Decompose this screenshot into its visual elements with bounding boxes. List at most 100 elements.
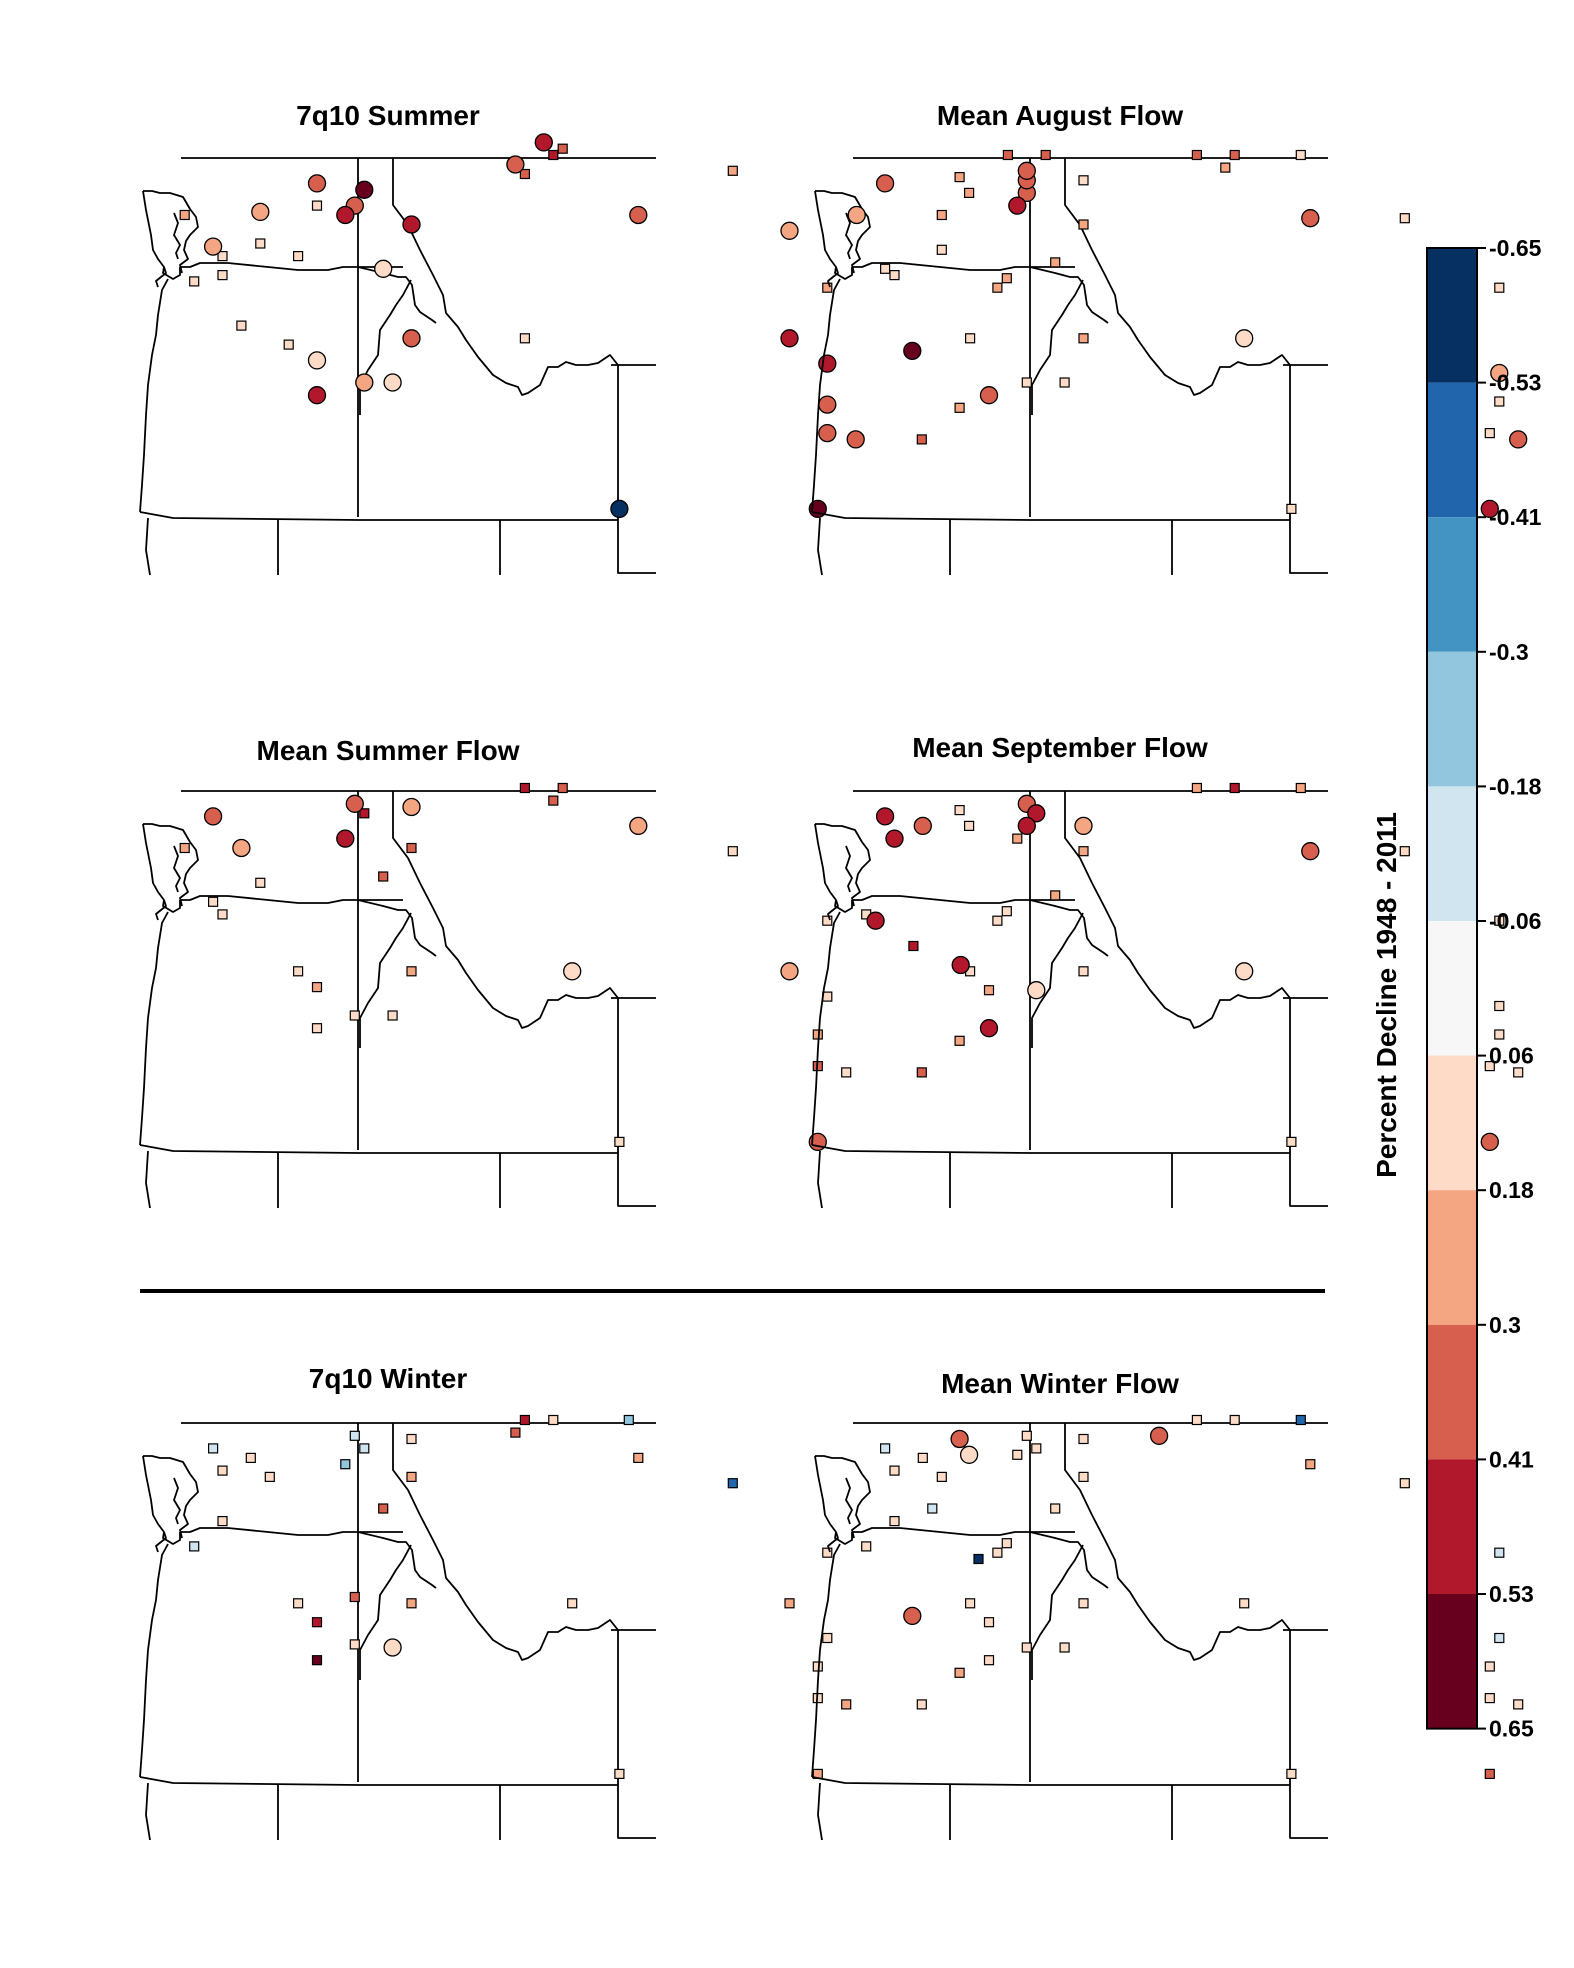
site-square-marker [841,1067,852,1078]
basemap-outline [139,157,656,576]
site-square-marker [217,909,228,920]
state-border [145,1150,151,1209]
site-square-marker [1513,1699,1524,1710]
site-circle-marker [875,807,895,826]
state-border [814,190,853,280]
site-square-marker [908,940,919,952]
site-square-marker [1191,149,1202,161]
state-border [827,899,839,921]
site-square-marker [217,1515,228,1527]
site-square-marker [963,820,975,832]
state-border [617,365,656,574]
site-square-marker [1001,273,1012,284]
site-square-marker [1078,175,1089,186]
site-square-marker [510,1427,521,1438]
site-circle-marker [903,1606,922,1626]
state-border [811,511,1290,521]
site-markers [861,782,1524,1152]
site-circle-marker [951,955,970,975]
site-circle-marker [402,797,421,817]
site-square-marker [548,795,559,806]
map-panel: 7q10 Summer [139,100,1012,576]
site-square-marker [283,339,294,350]
panel-title: Mean Winter Flow [941,1368,1179,1399]
site-square-marker [727,1478,738,1489]
site-square-marker [916,1699,927,1710]
panel-title: Mean Summer Flow [257,735,520,766]
site-markers [179,133,1012,519]
site-square-marker [1494,282,1505,293]
site-square-marker [633,1452,644,1464]
state-border [142,1455,181,1545]
colorbar-tick-label: 0.18 [1489,1177,1534,1203]
site-circle-marker [979,386,999,405]
site-square-marker [1239,1598,1250,1609]
site-circle-marker [534,133,553,152]
site-square-marker [1078,966,1089,977]
site-circle-marker [1480,1132,1499,1152]
state-border [392,1423,619,1661]
state-border [155,899,167,921]
site-square-marker [1494,1000,1505,1012]
site-square-marker [207,1443,219,1454]
site-circle-marker [1301,209,1320,228]
site-circle-marker [1027,981,1046,1000]
site-circle-marker [780,221,799,240]
colorbar-tick-label: -0.41 [1489,504,1542,530]
site-square-marker [822,915,833,926]
site-square-marker [519,333,530,344]
site-square-marker [519,168,530,180]
site-square-marker [1399,213,1410,224]
site-square-marker [340,1459,351,1470]
state-border [827,1531,839,1553]
site-square-marker [1191,1414,1202,1426]
site-square-marker [1040,149,1051,161]
site-square-marker [293,250,304,262]
site-circle-marker [1509,430,1528,449]
site-square-marker [936,244,947,255]
site-square-marker [378,871,389,882]
state-border [1064,791,1291,1029]
state-border [1031,912,1084,1048]
site-square-marker [207,896,219,907]
site-circle-marker [506,155,525,174]
site-circle-marker [780,329,799,348]
site-square-marker [614,1136,625,1147]
site-square-marker [557,782,568,794]
site-square-marker [349,1591,360,1603]
state-border [139,278,169,513]
colorbar-swatch [1427,517,1477,652]
site-square-marker [965,1598,976,1609]
basemap-outline [139,1422,656,1841]
site-square-marker [1399,1478,1410,1489]
site-circle-marker [383,373,402,392]
site-square-marker [359,1443,370,1454]
site-square-marker [264,1471,275,1483]
site-circle-marker [232,838,251,858]
site-circle-marker [355,180,374,199]
site-square-marker [311,1617,323,1628]
site-circle-marker [903,341,922,361]
colorbar-tick-label: 0.41 [1489,1446,1534,1472]
site-square-marker [293,966,304,977]
site-square-marker [1078,219,1089,230]
colorbar-tick-label: 0.3 [1489,1312,1521,1338]
site-square-marker [1078,1471,1089,1483]
site-square-marker [1494,915,1505,926]
site-square-marker [954,172,965,183]
site-circle-marker [1149,1426,1169,1445]
site-square-marker [992,282,1003,293]
site-square-marker [519,1414,530,1426]
site-square-marker [387,1010,398,1021]
site-square-marker [861,1541,872,1552]
state-border [852,895,1109,957]
site-square-marker [1001,1538,1012,1549]
site-square-marker [1001,906,1012,917]
site-circle-marker [629,205,648,225]
state-border [817,1782,823,1841]
site-circle-marker [1017,816,1036,836]
site-square-marker [406,1471,417,1483]
map-panel: Mean August Flow [811,100,1528,576]
state-border [173,845,181,893]
